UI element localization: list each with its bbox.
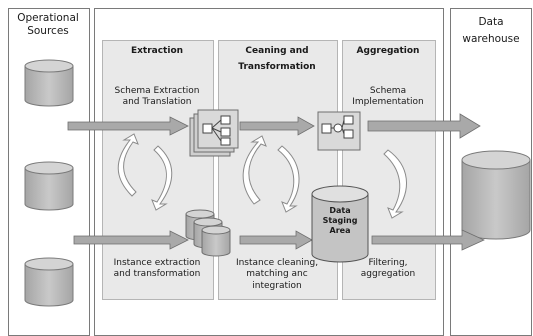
source-database-icon-2 xyxy=(24,161,74,211)
arrow-instance-to-extraction xyxy=(73,230,189,250)
cycle-arrow-extraction-right xyxy=(151,145,173,211)
arrow-instance-to-cleaning xyxy=(239,230,313,250)
stage-title-cleaning-line2: Transformation xyxy=(238,62,316,73)
schema-implementation-icon xyxy=(317,111,361,151)
stage-title-cleaning-line1: Ceaning and xyxy=(245,46,309,56)
warehouse-database-icon xyxy=(461,150,531,240)
stage-title-cleaning: Ceaning and Transformation xyxy=(218,46,336,74)
cycle-arrow-extraction-left xyxy=(117,133,139,197)
cycle-arrow-cleaning-right xyxy=(277,145,300,213)
staging-line3: Area xyxy=(329,226,351,235)
warehouse-title-line1: Data xyxy=(478,16,504,28)
arrow-schema-to-cleaning xyxy=(239,116,315,136)
instance-cleaning-line1: Instance cleaning, xyxy=(235,258,319,268)
instance-extraction-line1: Instance extraction xyxy=(113,258,201,268)
schema-extraction-icon xyxy=(189,109,239,157)
warehouse-title-line2: warehouse xyxy=(462,33,520,46)
instance-database-stack-icon xyxy=(185,209,231,257)
schema-implementation-label: Schema Implementation xyxy=(342,86,434,109)
arrow-schema-to-warehouse xyxy=(367,113,481,139)
sources-title: Operational Sources xyxy=(9,12,87,38)
instance-extraction-line2: and transformation xyxy=(113,269,201,280)
filtering-line1: Filtering, xyxy=(368,258,408,268)
stage-title-aggregation: Aggregation xyxy=(342,46,434,57)
instance-cleaning-line2: matching anc xyxy=(246,269,308,280)
instance-extraction-label: Instance extraction and transformation xyxy=(102,258,212,281)
instance-cleaning-label: Instance cleaning, matching anc integrat… xyxy=(218,258,336,292)
filtering-line2: aggregation xyxy=(360,269,416,280)
schema-extraction-line2: and Translation xyxy=(122,97,192,108)
source-database-icon-1 xyxy=(24,59,74,107)
staging-area-database-icon xyxy=(311,185,369,263)
staging-area-label: Data Staging Area xyxy=(312,206,368,236)
stage-title-aggregation-line1: Aggregation xyxy=(356,46,420,56)
arrow-instance-to-warehouse xyxy=(371,229,485,251)
sources-title-line1: Operational xyxy=(17,12,79,24)
filtering-label: Filtering, aggregation xyxy=(342,258,434,281)
stage-title-extraction: Extraction xyxy=(102,46,212,57)
staging-line2: Staging xyxy=(322,216,358,225)
instance-cleaning-line3: integration xyxy=(252,280,302,291)
sources-title-line2: Sources xyxy=(27,25,69,38)
schema-extraction-label: Schema Extraction and Translation xyxy=(102,86,212,109)
arrow-schema-to-extraction xyxy=(67,116,189,136)
schema-implementation-line2: Implementation xyxy=(352,97,424,108)
schema-extraction-line1: Schema Extraction xyxy=(114,86,200,96)
schema-implementation-line1: Schema xyxy=(369,86,407,96)
warehouse-title: Data warehouse xyxy=(451,16,531,46)
source-database-icon-3 xyxy=(24,257,74,307)
cycle-arrow-cleaning-left xyxy=(242,135,267,205)
cycle-arrow-aggregation xyxy=(383,149,407,219)
staging-line1: Data xyxy=(329,206,351,215)
stage-title-extraction-line1: Extraction xyxy=(130,46,184,56)
